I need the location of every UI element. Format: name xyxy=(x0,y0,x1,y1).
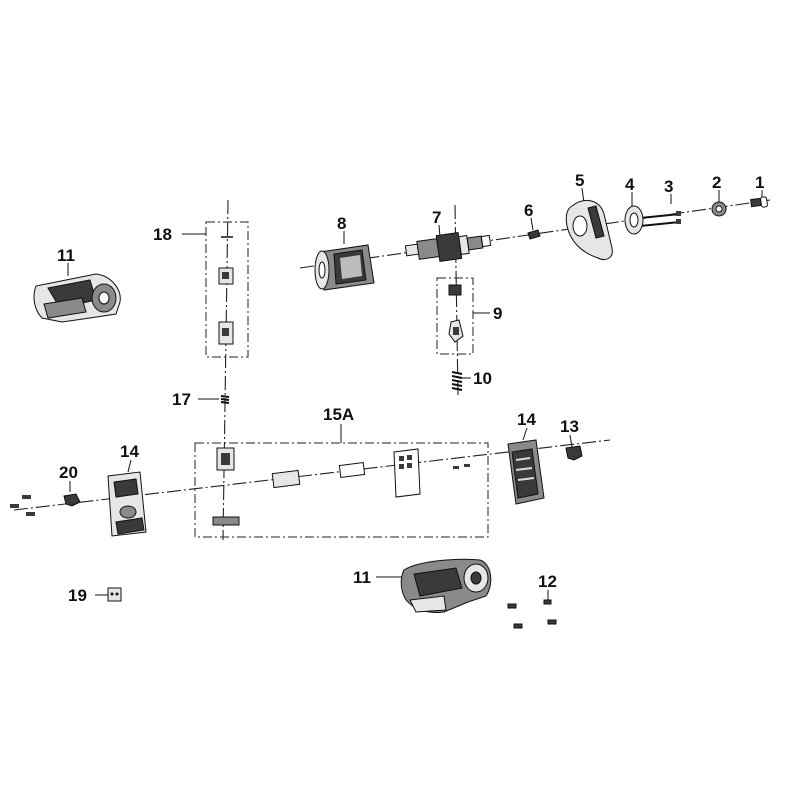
label-19: 19 xyxy=(68,586,87,605)
label-4: 4 xyxy=(625,175,635,194)
label-7: 7 xyxy=(432,208,441,227)
label-8: 8 xyxy=(337,214,346,233)
part-12-screws xyxy=(507,599,557,629)
label-1: 1 xyxy=(755,173,764,192)
group-box-15a xyxy=(194,442,489,538)
label-18: 18 xyxy=(153,225,172,244)
part-18-switch-parts xyxy=(218,236,234,345)
label-2: 2 xyxy=(712,173,721,192)
label-13: 13 xyxy=(560,417,579,436)
label-11-upper: 11 xyxy=(57,246,75,265)
part-8-stator xyxy=(314,244,375,291)
group-box-18 xyxy=(205,221,249,358)
label-15a: 15A xyxy=(323,405,354,424)
label-12: 12 xyxy=(538,572,557,591)
part-13-lock-button xyxy=(565,445,583,461)
label-20: 20 xyxy=(59,463,78,482)
label-3: 3 xyxy=(664,177,673,196)
part-7-armature xyxy=(404,232,492,262)
group-box-9 xyxy=(436,277,474,355)
part-10-spring xyxy=(451,371,463,391)
part-2-nut xyxy=(711,201,727,217)
label-6: 6 xyxy=(524,201,533,220)
label-14-left: 14 xyxy=(120,442,139,461)
part-6-key xyxy=(527,229,541,240)
leader-13 xyxy=(569,434,573,448)
label-11-lower: 11 xyxy=(353,568,371,587)
part-20-bracket xyxy=(10,493,81,516)
label-5: 5 xyxy=(575,171,584,190)
part-4-flange xyxy=(624,205,644,235)
part-14-handle-right xyxy=(507,439,545,505)
part-11-rear-housing xyxy=(400,558,492,613)
part-19-plate xyxy=(107,587,122,602)
part-14-handle-left xyxy=(107,471,147,537)
leader-14b xyxy=(522,427,528,441)
label-10: 10 xyxy=(473,369,492,388)
part-5-wheel-guard xyxy=(565,199,613,261)
part-11-gear-housing-upper xyxy=(33,273,121,323)
switch-vertical-axis-line xyxy=(222,199,229,541)
part-3-pins xyxy=(639,211,681,227)
leader-14a xyxy=(127,459,132,473)
part-17-spring xyxy=(220,395,230,404)
label-17: 17 xyxy=(172,390,191,409)
label-14-right: 14 xyxy=(517,410,536,429)
leader-6 xyxy=(530,217,534,231)
part-1-screw xyxy=(750,196,768,208)
label-9: 9 xyxy=(493,304,502,323)
part-9-carbon-brush xyxy=(448,284,464,343)
part-15a-switch-assembly xyxy=(212,447,470,526)
